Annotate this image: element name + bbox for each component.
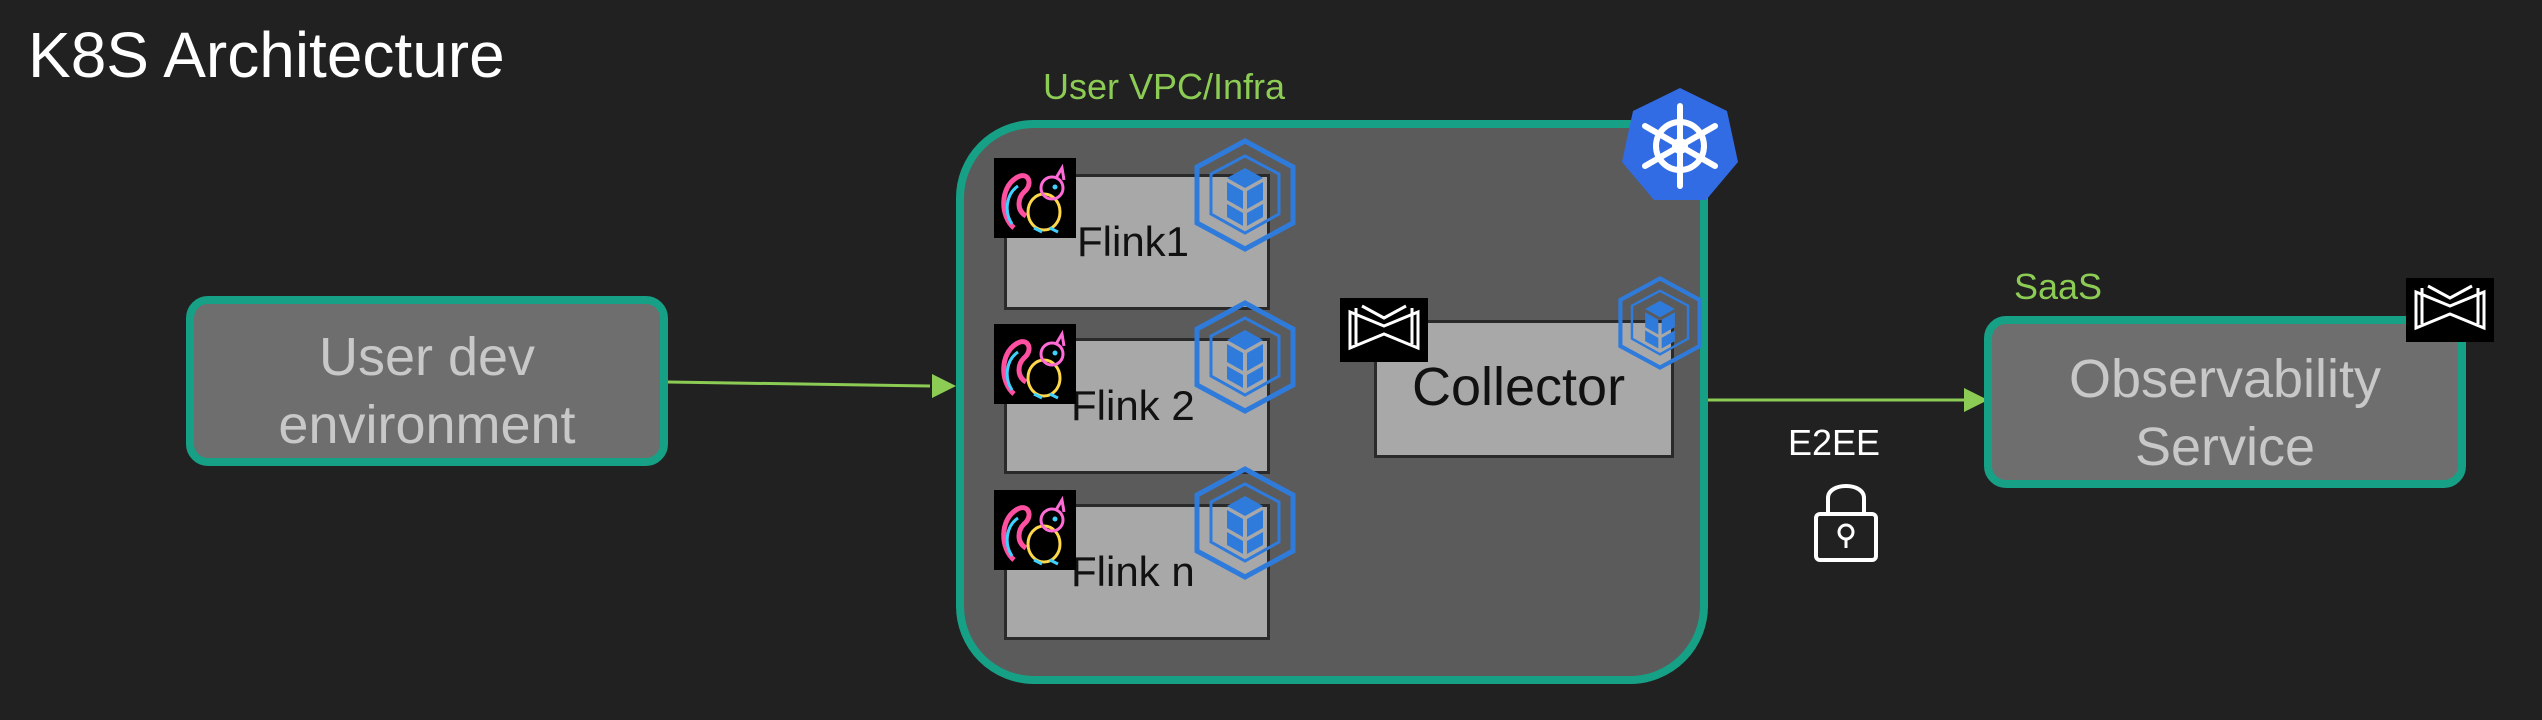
flink-n-label: Flink n	[1071, 548, 1195, 595]
dev-to-vpc-arrow	[667, 380, 931, 388]
cube-stack-icon	[1194, 300, 1296, 414]
user-dev-environment-box: User dev environment	[186, 296, 668, 466]
lock-icon	[1814, 484, 1878, 562]
cube-stack-icon	[1618, 276, 1702, 370]
user-vpc-label: User VPC/Infra	[1043, 66, 1286, 107]
page-title: K8S Architecture	[28, 19, 505, 91]
user-dev-line2: environment	[278, 394, 576, 455]
observability-service-box: Observability Service	[1984, 316, 2466, 488]
user-dev-line1: User dev	[318, 327, 536, 387]
otel-exporter-icon	[1340, 298, 1428, 362]
observability-service-label: Observability Service	[1992, 346, 2458, 481]
dev-to-vpc-arrowhead	[932, 374, 956, 398]
flink-squirrel-icon	[994, 490, 1076, 570]
observability-line2: Service	[2134, 416, 2316, 477]
saas-label: SaaS	[2014, 266, 2103, 307]
kubernetes-icon	[1622, 88, 1738, 200]
flink-1-label: Flink1	[1077, 218, 1190, 265]
collector-to-saas-arrowhead	[1964, 388, 1988, 412]
flink-1-box	[1004, 174, 1270, 310]
cube-stack-icon	[1194, 138, 1296, 252]
cube-stack-icon	[1194, 466, 1296, 580]
flink-2-label: Flink 2	[1071, 382, 1195, 429]
collector-label: Collector	[1412, 357, 1626, 417]
flink-squirrel-icon	[994, 324, 1076, 404]
otel-exporter-icon	[2406, 278, 2494, 342]
flink-squirrel-icon	[994, 158, 1076, 238]
e2ee-label: E2EE	[1788, 422, 1881, 463]
observability-line1: Observability	[2068, 349, 2382, 409]
user-dev-environment-label: User dev environment	[194, 324, 660, 459]
